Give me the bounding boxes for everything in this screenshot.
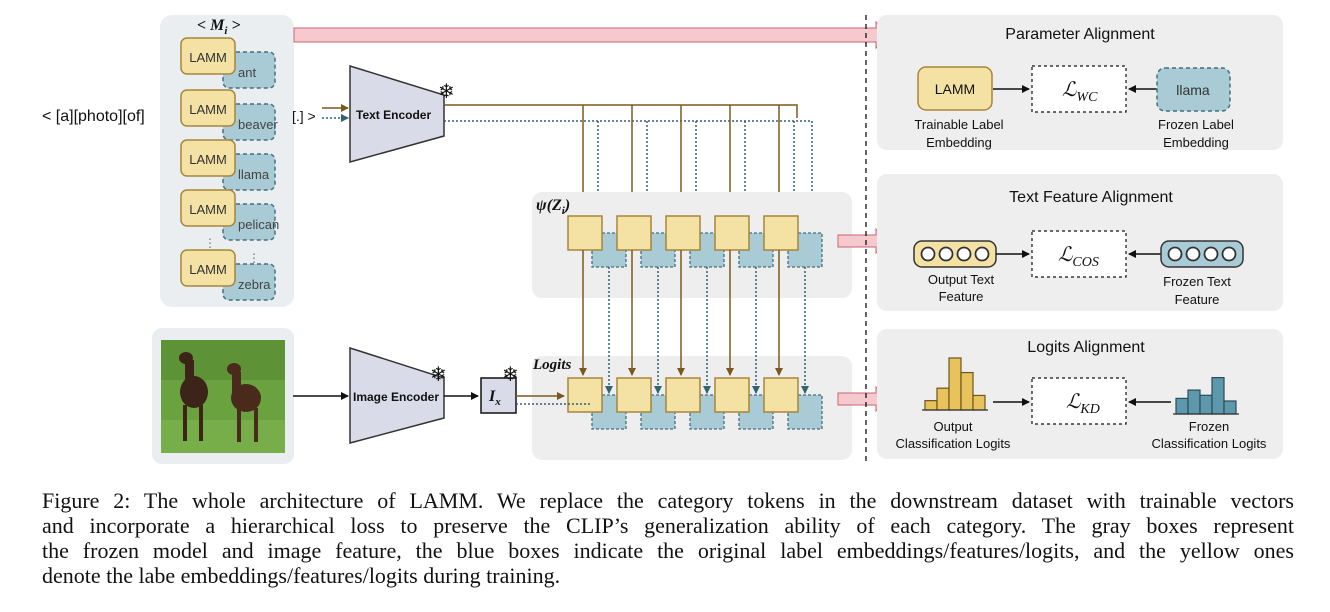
frozen-logits-caption-2: Classification Logits — [1152, 436, 1267, 451]
prompt-prefix: < [a][photo][of] — [42, 108, 145, 125]
class-token-label: zebra — [238, 277, 271, 292]
lamm-token-label: LAMM — [189, 102, 227, 117]
prompt-suffix: [.] > — [292, 108, 316, 124]
trainable-label-embedding — [917, 66, 993, 111]
lamm-token-label: LAMM — [189, 202, 227, 217]
psi-label: ψ(Zi) — [536, 197, 570, 217]
caption-line-1: Figure 2: The whole architecture of LAMM… — [42, 488, 1294, 513]
token-row: zebra LAMM — [180, 249, 276, 301]
text-feature-box — [763, 215, 799, 251]
loss-kd-label: ℒKD — [1066, 391, 1100, 417]
output-text-feature-icon — [913, 240, 997, 268]
loss-wc-box — [1031, 65, 1127, 113]
ellipsis-left: ⋮ — [204, 236, 216, 250]
ellipsis-right: ⋮ — [248, 251, 260, 265]
architecture-diagram: < Mi > antLAMMbeaverLAMMllamaLAMMpelican… — [42, 15, 1283, 465]
logit-box — [665, 377, 701, 413]
logit-bar — [972, 394, 986, 411]
trainable-lamm-token — [180, 189, 236, 227]
text-feature-box — [616, 215, 652, 251]
loss-wc-label: ℒWC — [1062, 79, 1098, 105]
text-encoder — [349, 64, 445, 163]
token-row: llama LAMM — [180, 139, 276, 191]
logit-bar — [924, 400, 938, 411]
frozen-label-caption-2: Embedding — [1163, 135, 1229, 150]
frozen-label-embedding-text: llama — [1176, 82, 1210, 98]
frozen-logits-histogram — [1173, 377, 1239, 415]
logit-box — [567, 377, 603, 413]
lamm-token-label: LAMM — [189, 262, 227, 277]
image-feature-box — [480, 377, 517, 414]
frozen-label-embedding — [1156, 67, 1231, 112]
text-feature-box — [714, 215, 750, 251]
lamm-token-label: LAMM — [189, 152, 227, 167]
image-encoder — [349, 346, 445, 444]
trainable-lamm-token — [180, 89, 236, 127]
loss-kd-box — [1031, 377, 1127, 425]
snowflake-icon: ❄ — [438, 81, 455, 103]
class-token-label: ant — [238, 65, 256, 80]
logit-bar — [1211, 377, 1225, 415]
snowflake-icon: ❄ — [502, 364, 519, 386]
logit-bar — [1175, 397, 1189, 415]
logit-box — [616, 377, 652, 413]
trainable-lamm-token — [180, 37, 236, 75]
text-encoder-label: Text Encoder — [356, 108, 431, 122]
logit-bar — [1199, 394, 1213, 415]
image-feature-label: Ix — [488, 388, 501, 408]
pink-arrow-parameter — [293, 20, 890, 50]
parameter-alignment-title: Parameter Alignment — [1005, 26, 1155, 43]
output-logits-caption-1: Output — [933, 419, 972, 434]
frozen-logits-caption-1: Frozen — [1189, 419, 1229, 434]
logits-alignment-title: Logits Alignment — [1027, 339, 1145, 356]
class-token-label: pelican — [238, 217, 279, 232]
logit-bar — [948, 357, 962, 411]
loss-cos-label: ℒCOS — [1058, 244, 1099, 270]
llama-photo — [161, 340, 285, 453]
logit-bar — [1223, 400, 1237, 415]
trainable-lamm-token — [180, 139, 236, 177]
snowflake-icon: ❄ — [430, 364, 447, 386]
trainable-label-embedding-text: LAMM — [935, 81, 975, 97]
lamm-token-label: LAMM — [189, 50, 227, 65]
trainable-label-caption-1: Trainable Label — [914, 117, 1003, 132]
output-text-feature-caption-1: Output Text — [928, 272, 995, 287]
logit-box — [763, 377, 799, 413]
logit-bar — [1187, 389, 1201, 415]
figure-caption: Figure 2: The whole architecture of LAMM… — [42, 488, 1294, 588]
logit-box — [714, 377, 750, 413]
class-token-label: beaver — [238, 117, 278, 132]
image-encoder-label: Image Encoder — [353, 390, 439, 404]
logit-bar — [936, 387, 950, 411]
token-row: pelican LAMM — [180, 189, 279, 241]
trainable-label-caption-2: Embedding — [926, 135, 992, 150]
logit-bar — [960, 371, 974, 411]
output-logits-caption-2: Classification Logits — [896, 436, 1011, 451]
frozen-label-caption-1: Frozen Label — [1158, 117, 1234, 132]
frozen-text-feature-caption-1: Frozen Text — [1163, 274, 1231, 289]
logits-label: Logits — [532, 357, 571, 373]
token-row: beaver LAMM — [180, 89, 278, 141]
caption-line-4: denote the labe embeddings/features/logi… — [42, 563, 561, 588]
frozen-text-feature-caption-2: Feature — [1175, 292, 1220, 307]
loss-cos-box — [1031, 230, 1127, 278]
output-logits-histogram — [922, 357, 988, 411]
output-text-feature-caption-2: Feature — [939, 289, 984, 304]
text-feature-line — [444, 104, 798, 118]
text-feature-alignment-title: Text Feature Alignment — [1009, 189, 1173, 206]
class-token-label: llama — [238, 167, 270, 182]
caption-line-3: the frozen model and image feature, the … — [42, 538, 1294, 563]
text-feature-box — [665, 215, 701, 251]
text-feature-box — [567, 215, 603, 251]
token-row: ant LAMM — [180, 37, 276, 89]
trainable-lamm-token — [180, 249, 236, 287]
token-group-label: < Mi > — [197, 17, 241, 37]
caption-line-2: and incorporate a hierarchical loss to p… — [42, 513, 1294, 538]
frozen-text-feature-icon — [1160, 240, 1244, 268]
